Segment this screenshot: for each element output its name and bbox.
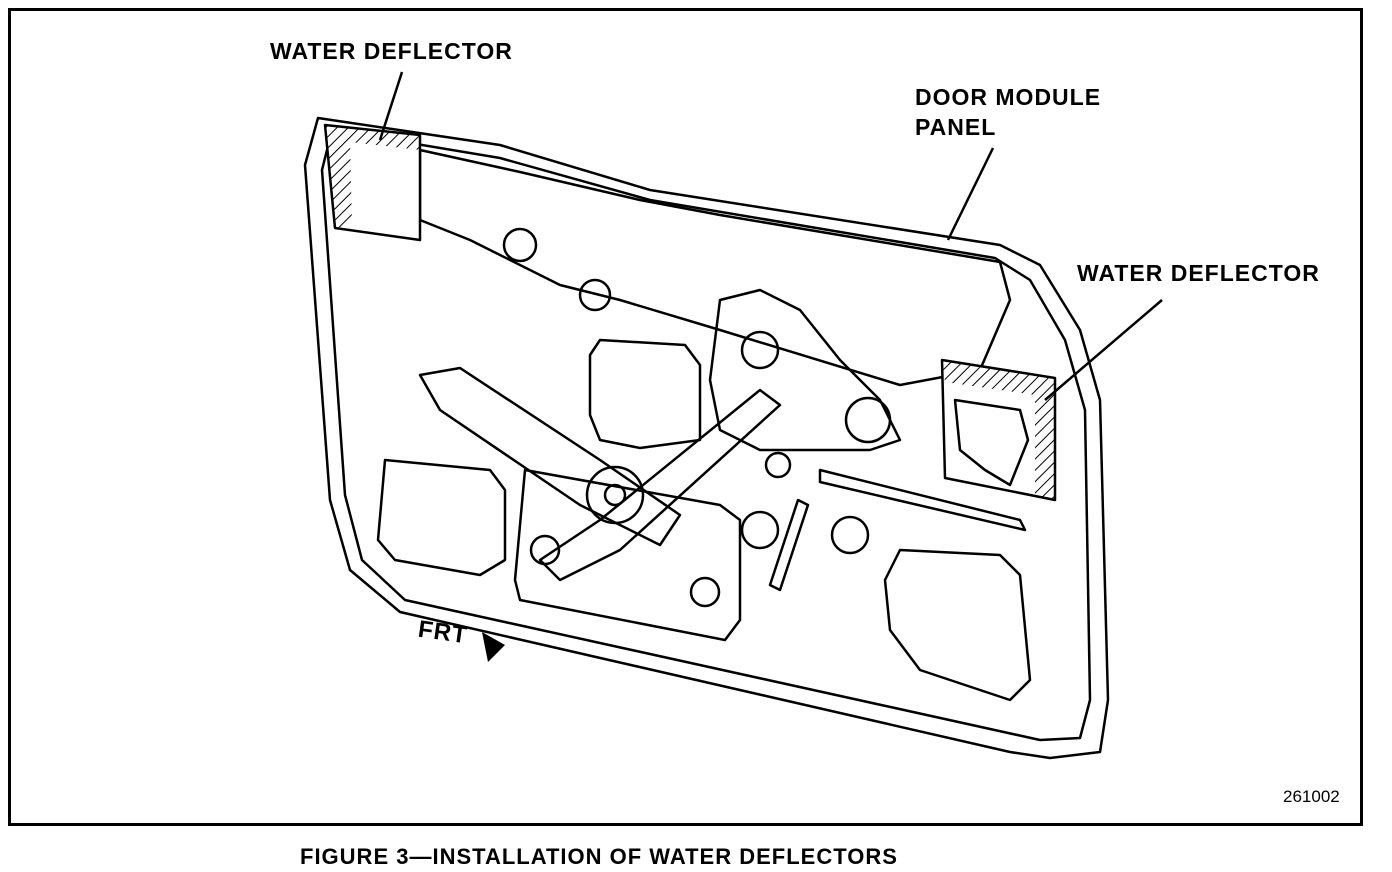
figure-frame — [8, 8, 1363, 826]
lower-channel — [513, 468, 742, 642]
water-deflector-top-hatch — [325, 125, 420, 228]
front-arrow-icon — [482, 632, 505, 662]
access-opening-center — [588, 338, 702, 450]
regulator-arm-cross — [538, 388, 782, 582]
water-deflector-right-hatch — [942, 360, 1055, 500]
access-opening-left — [376, 458, 507, 577]
leader-door-module — [946, 147, 995, 241]
sector-gear-plate — [708, 288, 902, 452]
label-water-deflector-top: WATER DEFLECTOR — [270, 38, 513, 64]
center-pivot — [585, 465, 645, 525]
door-panel-outline — [303, 116, 1110, 760]
water-deflector-right-opening — [953, 398, 1030, 487]
access-opening-right — [883, 548, 1032, 702]
label-door-module-line1: DOOR MODULE — [915, 84, 1102, 110]
upper-stud-2 — [578, 278, 612, 312]
motor-pivot — [844, 396, 892, 444]
regulator-arm-long — [418, 366, 682, 547]
figure-caption: FIGURE 3—INSTALLATION OF WATER DEFLECTOR… — [300, 844, 898, 869]
label-door-module-panel: DOOR MODULE PANEL — [915, 82, 1101, 142]
door-panel-inner-edge — [320, 128, 1092, 742]
lower-rib — [818, 468, 1027, 532]
leader-water-deflector-top — [378, 71, 404, 141]
gear-pivot — [740, 330, 780, 370]
lower-stud-1 — [740, 510, 780, 550]
upper-stud-1 — [502, 227, 538, 263]
label-water-deflector-right: WATER DEFLECTOR — [1077, 260, 1320, 286]
roller-left — [529, 534, 561, 566]
lower-stud-2 — [830, 515, 870, 555]
figure-id: 261002 — [1283, 787, 1340, 806]
label-door-module-line2: PANEL — [915, 114, 997, 140]
roller-right — [689, 576, 721, 608]
upper-recess — [418, 148, 1012, 387]
leader-water-deflector-right — [1044, 299, 1163, 401]
lower-stud-3 — [764, 451, 792, 479]
vertical-strip — [768, 498, 810, 592]
